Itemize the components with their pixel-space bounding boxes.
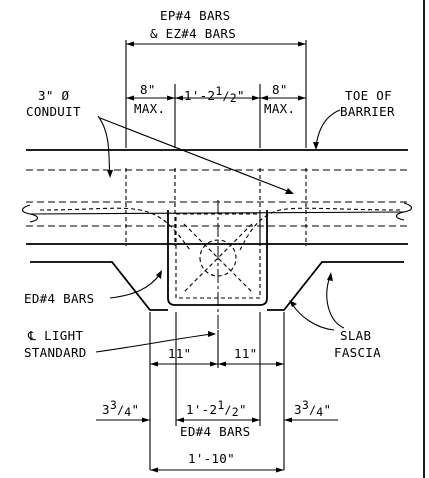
anchor-bolt-circle xyxy=(199,239,237,277)
ed-bars-label-bottom: ED#4 BARS xyxy=(180,424,250,439)
arrowhead xyxy=(208,331,216,337)
ep-bars-label: EP#4 BARS xyxy=(160,8,230,23)
arrowhead xyxy=(150,467,158,473)
dim-34-left-label: 33/4" xyxy=(102,398,139,419)
dim-11-left-label: 11" xyxy=(168,346,191,361)
dim-34-right-label: 33/4" xyxy=(294,398,331,419)
arrowhead xyxy=(156,270,162,279)
arrowhead xyxy=(298,41,306,47)
toe-of-label: TOE OF xyxy=(345,88,392,103)
arrowhead xyxy=(313,142,319,150)
dim-overall-label: 1'-10" xyxy=(188,451,235,466)
break-ext xyxy=(29,211,405,215)
anchor-diag xyxy=(183,223,253,293)
arrowhead xyxy=(107,170,113,178)
arrowhead xyxy=(298,95,306,101)
arrowhead xyxy=(252,417,260,423)
arrowhead xyxy=(167,95,175,101)
arrowhead xyxy=(126,95,134,101)
conduit-path-right xyxy=(239,207,401,251)
slab-label: SLAB xyxy=(340,328,371,343)
anchor-diag xyxy=(183,223,253,293)
arrowhead xyxy=(260,95,268,101)
slab-fascia-left xyxy=(30,261,168,311)
conduit-leader xyxy=(97,115,111,176)
conduit-leader xyxy=(99,117,291,193)
dim-left-8-label: 8" xyxy=(140,82,156,97)
arrowhead xyxy=(276,361,284,367)
arrowhead xyxy=(126,41,134,47)
arrowhead xyxy=(252,95,260,101)
dim-11-right-label: 11" xyxy=(234,346,257,361)
arrowhead xyxy=(276,467,284,473)
conduit-label: CONDUIT xyxy=(26,104,81,119)
arrowhead xyxy=(150,361,158,367)
conduit-size-label: 3" Ø xyxy=(38,88,69,103)
dim-bottom-mid-label: 1'-21/2" xyxy=(186,398,247,419)
arrowhead xyxy=(175,95,183,101)
arrowhead xyxy=(210,361,218,367)
toe-of-barrier-leader xyxy=(315,109,341,148)
slab-fascia-leader xyxy=(291,303,335,331)
arrowhead xyxy=(289,300,297,307)
arrowhead xyxy=(285,188,294,194)
ed-bars-leader xyxy=(109,273,161,299)
cl-light-label: ℄ LIGHT xyxy=(27,328,83,343)
dim-right-max-label: MAX. xyxy=(264,101,295,116)
arrowhead xyxy=(176,417,184,423)
barrier-label: BARRIER xyxy=(340,104,395,119)
cl-standard-label: STANDARD xyxy=(24,345,87,360)
ed-bars-label-left: ED#4 BARS xyxy=(24,291,94,306)
dim-right-8-label: 8" xyxy=(272,82,288,97)
slab-fascia-leader xyxy=(326,275,345,329)
dim-mid-label: 1'-21/2" xyxy=(184,84,245,105)
cl-light-leader xyxy=(95,333,213,353)
fascia-label: FASCIA xyxy=(334,345,381,360)
arrowhead xyxy=(284,417,292,423)
arrowhead xyxy=(327,272,333,281)
ez-bars-label: & EZ#4 BARS xyxy=(150,26,236,41)
dim-left-max-label: MAX. xyxy=(134,101,165,116)
arrowhead xyxy=(218,361,226,367)
slab-fascia-right xyxy=(267,261,404,311)
arrowhead xyxy=(142,417,150,423)
